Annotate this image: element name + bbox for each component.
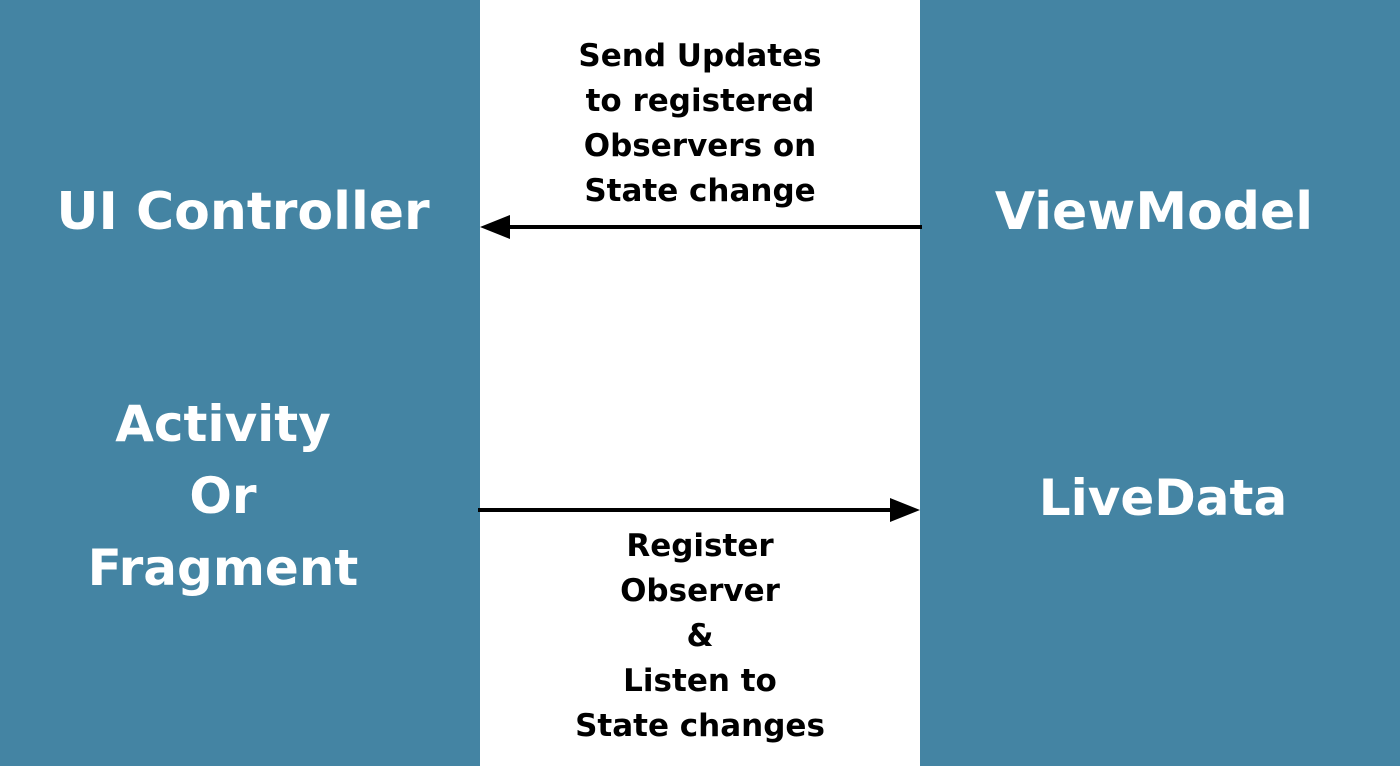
send-updates-line-4: State change <box>584 173 816 209</box>
bottom-arrow <box>478 498 920 522</box>
subtitle-line-activity: Activity <box>115 395 331 453</box>
viewmodel-panel: ViewModel LiveData <box>920 0 1400 766</box>
send-updates-label: Send Updates to registered Observers on … <box>480 34 920 214</box>
send-updates-line-1: Send Updates <box>578 38 822 74</box>
subtitle-line-fragment: Fragment <box>87 539 359 597</box>
ui-controller-title: UI Controller <box>56 182 430 242</box>
send-updates-line-2: to registered <box>585 83 815 119</box>
top-arrow-head-left-icon <box>480 215 510 239</box>
ui-controller-subtitle: Activity Or Fragment <box>0 388 446 604</box>
top-arrow <box>480 215 922 239</box>
message-area: Send Updates to registered Observers on … <box>480 0 920 766</box>
bottom-arrow-head-right-icon <box>890 498 920 522</box>
register-line-5: State changes <box>575 708 825 744</box>
viewmodel-subtitle: LiveData <box>920 462 1400 534</box>
ui-controller-panel: UI Controller Activity Or Fragment <box>0 0 480 766</box>
register-line-2: Observer <box>620 573 780 609</box>
register-observer-label: Register Observer & Listen to State chan… <box>480 524 920 749</box>
send-updates-line-3: Observers on <box>583 128 817 164</box>
register-line-3: & <box>686 618 714 654</box>
subtitle-line-livedata: LiveData <box>1038 469 1288 527</box>
register-line-1: Register <box>626 528 774 564</box>
subtitle-line-or: Or <box>189 467 257 525</box>
register-line-4: Listen to <box>623 663 777 699</box>
viewmodel-title: ViewModel <box>994 182 1314 242</box>
